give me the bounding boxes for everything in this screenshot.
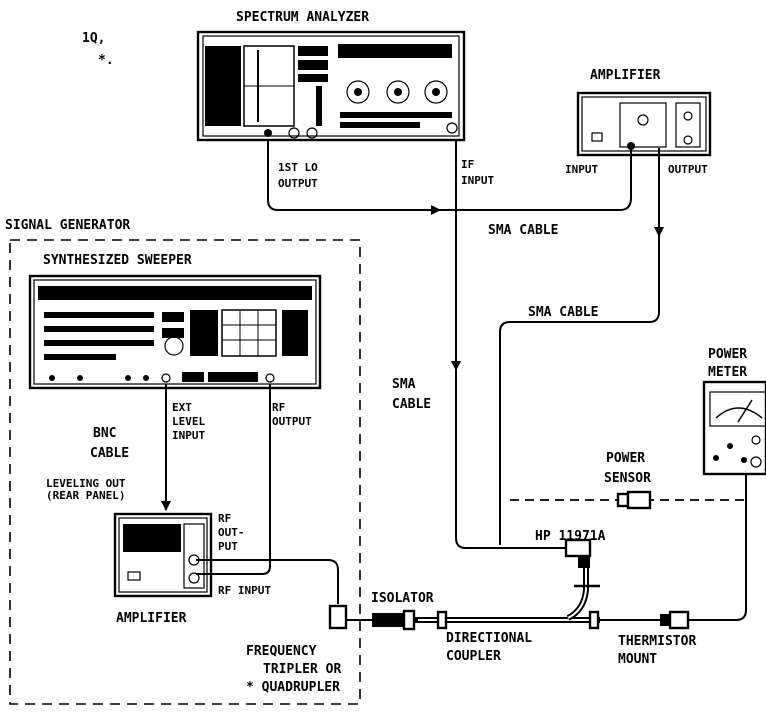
- amplifier-top: [576, 91, 712, 157]
- frequency-multiplier: [328, 604, 348, 630]
- rf-output-label-1: RF: [272, 401, 285, 414]
- sma-cable-top-label: SMA CABLE: [488, 223, 558, 238]
- hp-11971a-label: HP 11971A: [535, 529, 606, 544]
- bnc-cable-label-1: BNC: [93, 426, 116, 441]
- amp-to-coupler-cable: [499, 148, 660, 545]
- signal-generator-boundary: [9, 239, 361, 705]
- rf-output-label-2: OUTPUT: [272, 415, 312, 428]
- rf-output-cable: [196, 384, 271, 575]
- synthesized-sweeper: [28, 274, 322, 390]
- signal-generator-title: SIGNAL GENERATOR: [5, 218, 130, 233]
- leveling-out-label-2: (REAR PANEL): [46, 489, 125, 502]
- multiplier-label-3: * QUADRUPLER: [246, 680, 340, 695]
- amp-to-multiplier-cable: [196, 559, 339, 604]
- ext-level-label-2: LEVEL: [172, 415, 205, 428]
- thermistor-label-2: MOUNT: [618, 652, 657, 667]
- directional-coupler-label-1: DIRECTIONAL: [446, 631, 532, 646]
- power-meter-title-1: POWER: [708, 347, 747, 362]
- fragment-text-1: 1Q,: [82, 31, 105, 46]
- power-sensor-cable: [510, 474, 747, 501]
- amplifier-top-title: AMPLIFIER: [590, 68, 661, 83]
- fragment-text-2: *.: [98, 53, 114, 68]
- sma-cable-mid-label: SMA CABLE: [528, 305, 598, 320]
- power-meter-title-2: METER: [708, 365, 747, 380]
- power-sensor-label-2: SENSOR: [604, 471, 651, 486]
- thermistor-label-1: THERMISTOR: [618, 634, 696, 649]
- rf-input-label: RF INPUT: [218, 584, 271, 597]
- amplifier-bottom: [113, 512, 213, 598]
- spectrum-analyzer-title: SPECTRUM ANALYZER: [236, 10, 369, 25]
- bnc-cable-label-2: CABLE: [90, 446, 129, 461]
- synthesized-sweeper-title: SYNTHESIZED SWEEPER: [43, 253, 192, 268]
- hp-11971a-mixer: [564, 538, 600, 588]
- power-sensor-label-1: POWER: [606, 451, 645, 466]
- if-input-label-1: IF: [461, 158, 474, 171]
- directional-coupler: [414, 566, 600, 630]
- lo-output-label-1: 1ST LO: [278, 161, 318, 174]
- if-input-cable: [455, 140, 572, 549]
- ext-level-label-3: INPUT: [172, 429, 205, 442]
- ext-level-label-1: EXT: [172, 401, 192, 414]
- leveling-out-label-1: LEVELING OUT: [46, 477, 126, 490]
- rf-out-label-3: PUT: [218, 540, 238, 553]
- power-meter: [702, 380, 766, 476]
- power-sensor: [616, 490, 652, 510]
- multiplier-label-1: FREQUENCY: [246, 644, 317, 659]
- sma-cable-left-label-2: CABLE: [392, 397, 431, 412]
- lo-to-amp-cable: [267, 140, 632, 211]
- amplifier-bottom-title: AMPLIFIER: [116, 611, 187, 626]
- amp-input-label: INPUT: [565, 163, 598, 176]
- multiplier-label-2: TRIPLER OR: [263, 662, 341, 677]
- sma-cable-left-label-1: SMA: [392, 377, 416, 392]
- spectrum-analyzer: [196, 30, 466, 142]
- amp-output-label: OUTPUT: [668, 163, 708, 176]
- isolator: [372, 609, 416, 631]
- thermistor-to-meter-cable: [688, 472, 747, 621]
- directional-coupler-label-2: COUPLER: [446, 649, 501, 664]
- thermistor-mount: [660, 610, 690, 630]
- isolator-label: ISOLATOR: [371, 591, 434, 606]
- rf-out-label-1: RF: [218, 512, 231, 525]
- if-input-label-2: INPUT: [461, 174, 494, 187]
- rf-out-label-2: OUT-: [218, 526, 245, 539]
- lo-output-label-2: OUTPUT: [278, 177, 318, 190]
